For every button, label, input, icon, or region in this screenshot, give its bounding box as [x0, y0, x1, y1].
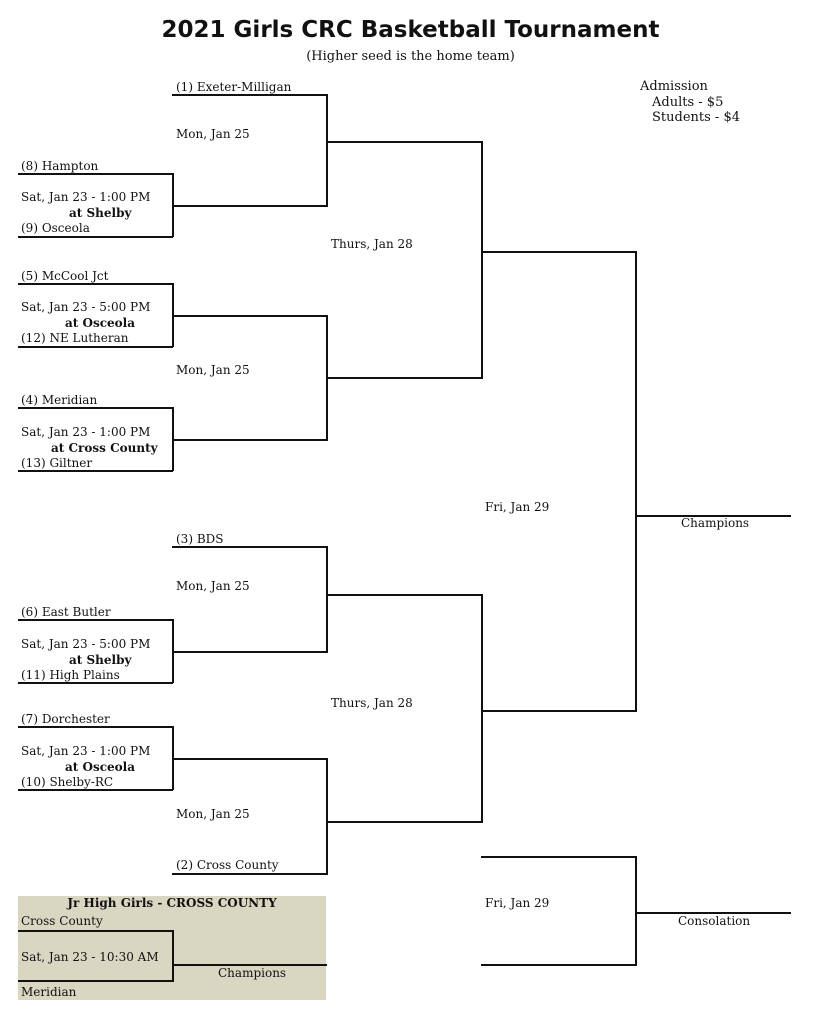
- team-hampton: (8) Hampton: [21, 159, 99, 173]
- admission-adults: Adults - $5: [652, 95, 724, 110]
- game1-time: Sat, Jan 23 - 1:00 PM: [21, 190, 151, 204]
- jr-high-game-time: Sat, Jan 23 - 10:30 AM: [21, 950, 159, 964]
- admission-students: Students - $4: [652, 110, 740, 125]
- game3-time: Sat, Jan 23 - 1:00 PM: [21, 425, 151, 439]
- jr-high-team-a: Cross County: [21, 914, 103, 928]
- quarterfinal-3-date: Mon, Jan 25: [176, 579, 250, 593]
- game3-site: at Cross County: [51, 441, 158, 455]
- semifinal-2-date: Thurs, Jan 28: [331, 696, 413, 710]
- jr-high-champions-label: Champions: [218, 966, 287, 980]
- jr-high-title: Jr High Girls - CROSS COUNTY: [67, 896, 277, 910]
- champions-label: Champions: [681, 516, 750, 530]
- game4-site: at Shelby: [69, 653, 132, 667]
- quarterfinal-1-date: Mon, Jan 25: [176, 127, 250, 141]
- game2-time: Sat, Jan 23 - 5:00 PM: [21, 300, 151, 314]
- consolation-label: Consolation: [678, 914, 751, 928]
- team-cross-county: (2) Cross County: [176, 858, 279, 872]
- game5-time: Sat, Jan 23 - 1:00 PM: [21, 744, 151, 758]
- game5-site: at Osceola: [65, 760, 135, 774]
- final-date: Fri, Jan 29: [485, 500, 550, 514]
- game2-site: at Osceola: [65, 316, 135, 330]
- consolation-date: Fri, Jan 29: [485, 896, 550, 910]
- page-title: 2021 Girls CRC Basketball Tournament: [161, 17, 660, 43]
- team-bds: (3) BDS: [176, 532, 224, 546]
- jr-high-team-b: Meridian: [21, 985, 77, 999]
- page-subtitle: (Higher seed is the home team): [306, 49, 515, 64]
- team-high-plains: (11) High Plains: [21, 668, 120, 682]
- semifinal-1-date: Thurs, Jan 28: [331, 237, 413, 251]
- team-dorchester: (7) Dorchester: [21, 712, 110, 726]
- team-east-butler: (6) East Butler: [21, 605, 111, 619]
- team-shelby-rc: (10) Shelby-RC: [21, 775, 114, 789]
- team-exeter-milligan: (1) Exeter-Milligan: [176, 80, 292, 94]
- quarterfinal-2-date: Mon, Jan 25: [176, 363, 250, 377]
- team-ne-lutheran: (12) NE Lutheran: [21, 331, 129, 345]
- game4-time: Sat, Jan 23 - 5:00 PM: [21, 637, 151, 651]
- game1-site: at Shelby: [69, 206, 132, 220]
- quarterfinal-4-date: Mon, Jan 25: [176, 807, 250, 821]
- team-meridian: (4) Meridian: [21, 393, 98, 407]
- team-giltner: (13) Giltner: [21, 456, 93, 470]
- team-mccool-jct: (5) McCool Jct: [21, 269, 109, 283]
- team-osceola: (9) Osceola: [21, 221, 90, 235]
- admission-heading: Admission: [640, 79, 708, 94]
